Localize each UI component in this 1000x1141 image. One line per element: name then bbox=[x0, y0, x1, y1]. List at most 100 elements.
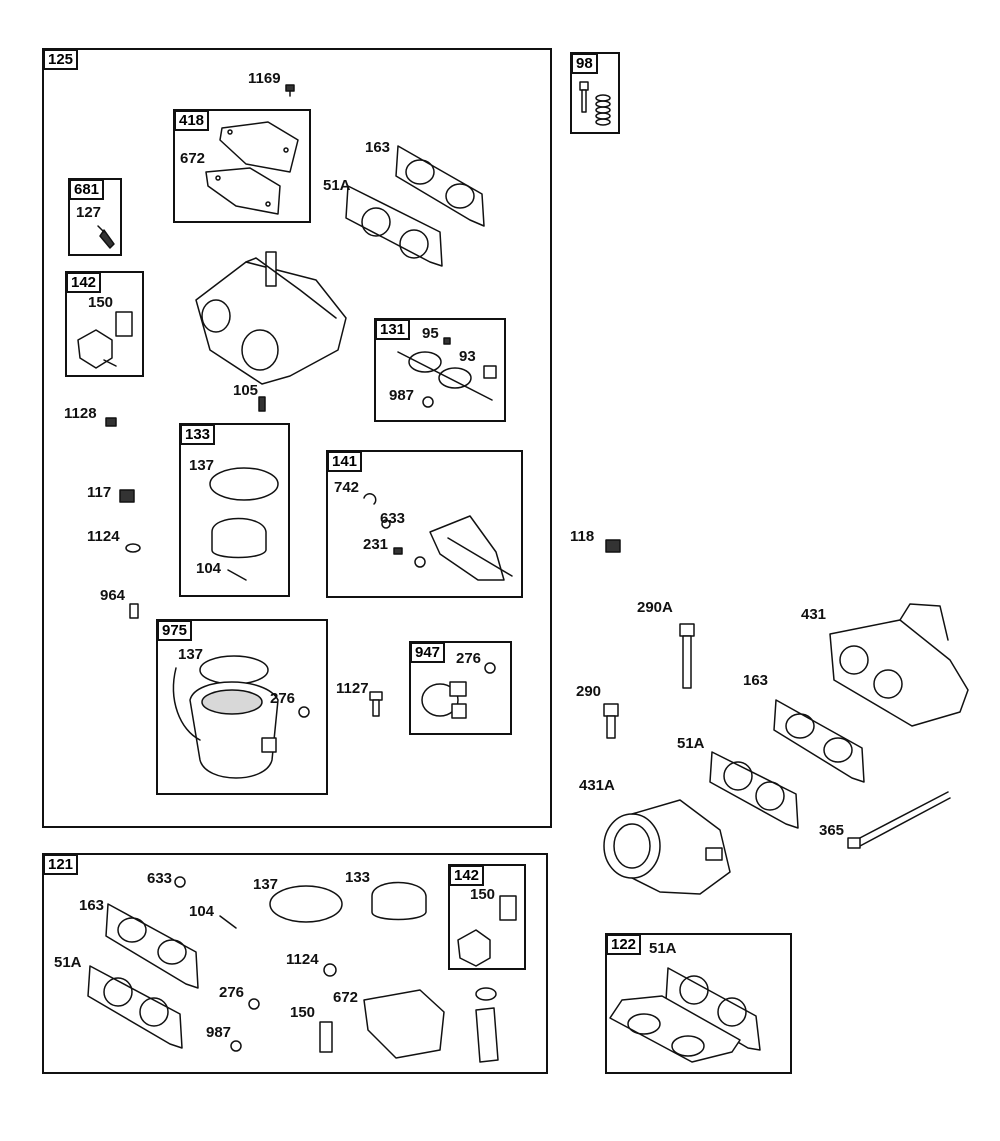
part-label-672: 672 bbox=[180, 150, 206, 167]
part-label-163-kit: 163 bbox=[79, 897, 105, 914]
kit-tag-141: 141 bbox=[327, 451, 363, 472]
part-label-105: 105 bbox=[233, 382, 259, 399]
kit-tag-125: 125 bbox=[43, 49, 79, 70]
part-label-1124-kit: 1124 bbox=[286, 951, 319, 968]
part-label-104: 104 bbox=[196, 560, 222, 577]
throttle-body-431A bbox=[603, 799, 731, 895]
kit-tag-121: 121 bbox=[43, 854, 79, 875]
part-label-431: 431 bbox=[801, 606, 827, 623]
float-bowl-975 bbox=[172, 655, 310, 779]
throttle-shaft-131 bbox=[397, 337, 497, 408]
part-label-127: 127 bbox=[76, 204, 102, 221]
kit-box-141: 141 bbox=[326, 450, 523, 598]
screw-1169 bbox=[285, 84, 295, 97]
part-label-163-right: 163 bbox=[743, 672, 769, 689]
part-label-1127: 1127 bbox=[336, 680, 369, 697]
screw-1128 bbox=[105, 417, 117, 427]
jet-117 bbox=[119, 489, 135, 503]
part-label-365: 365 bbox=[819, 822, 845, 839]
part-label-987-kit: 987 bbox=[206, 1024, 232, 1041]
kit-tag-131: 131 bbox=[375, 319, 411, 340]
kit-tag-133: 133 bbox=[180, 424, 216, 445]
kit-box-98: 98 bbox=[570, 52, 620, 134]
part-label-290A: 290A bbox=[637, 599, 673, 616]
part-label-51A-kit: 51A bbox=[54, 954, 82, 971]
kit-box-142-top: 142 bbox=[65, 271, 144, 377]
part-label-742: 742 bbox=[334, 479, 360, 496]
gasket-51A-top bbox=[345, 185, 443, 267]
part-label-51A-122: 51A bbox=[649, 940, 677, 957]
kit-tag-142-top: 142 bbox=[66, 272, 102, 293]
part-label-1169: 1169 bbox=[248, 70, 281, 87]
part-label-133-kit: 133 bbox=[345, 869, 371, 886]
part-label-1124: 1124 bbox=[87, 528, 120, 545]
adapter-plate-122 bbox=[609, 967, 761, 1063]
part-label-1128: 1128 bbox=[64, 405, 97, 422]
kit-tag-98: 98 bbox=[571, 53, 598, 74]
part-label-633: 633 bbox=[380, 510, 406, 527]
gasket-163-top bbox=[395, 145, 485, 227]
pin-964 bbox=[129, 603, 139, 619]
part-label-276: 276 bbox=[270, 690, 296, 707]
bolt-spring-98 bbox=[579, 81, 611, 126]
part-label-51A: 51A bbox=[323, 177, 351, 194]
bolt-290A bbox=[679, 623, 695, 689]
part-label-118: 118 bbox=[570, 528, 595, 545]
kit-tag-975: 975 bbox=[157, 620, 193, 641]
kit-box-133: 133 bbox=[179, 423, 290, 597]
part-label-137: 137 bbox=[189, 457, 215, 474]
part-label-95: 95 bbox=[422, 325, 439, 342]
plug-118 bbox=[605, 539, 621, 553]
kit-tag-122: 122 bbox=[606, 934, 642, 955]
washer-1124 bbox=[125, 543, 141, 553]
kit-box-125: 125 bbox=[42, 48, 552, 828]
kit-tag-418: 418 bbox=[174, 110, 210, 131]
kit-box-131: 131 bbox=[374, 318, 506, 422]
part-label-964: 964 bbox=[100, 587, 126, 604]
solenoid-947 bbox=[421, 662, 496, 719]
kit-box-681: 681 bbox=[68, 178, 122, 256]
kit-box-975: 975 bbox=[156, 619, 328, 795]
part-label-276-solenoid: 276 bbox=[456, 650, 482, 667]
kit-121-parts bbox=[87, 876, 517, 1063]
part-label-150-kit: 150 bbox=[290, 1004, 316, 1021]
part-label-276-kit: 276 bbox=[219, 984, 245, 1001]
plate-418 bbox=[205, 121, 299, 215]
part-label-117: 117 bbox=[87, 484, 112, 501]
part-label-51A-right: 51A bbox=[677, 735, 705, 752]
bolt-290 bbox=[603, 703, 619, 739]
part-label-150-kit-box: 150 bbox=[470, 886, 496, 903]
adapter-431 bbox=[829, 603, 969, 727]
part-label-137-kit: 137 bbox=[253, 876, 279, 893]
solenoid-142 bbox=[77, 311, 133, 369]
kit-tag-142-bottom: 142 bbox=[449, 865, 485, 886]
spring-105 bbox=[258, 396, 266, 412]
part-label-163: 163 bbox=[365, 139, 391, 156]
kit-box-418: 418 bbox=[173, 109, 311, 223]
part-label-104-kit: 104 bbox=[189, 903, 215, 920]
float-133 bbox=[209, 467, 279, 581]
kit-tag-681: 681 bbox=[69, 179, 105, 200]
bolt-365 bbox=[847, 791, 951, 849]
gasket-163-right bbox=[773, 699, 865, 783]
kit-box-122: 122 bbox=[605, 933, 792, 1074]
fitting-127 bbox=[97, 225, 115, 249]
part-label-137-bowl: 137 bbox=[178, 646, 204, 663]
part-label-231: 231 bbox=[363, 536, 389, 553]
kit-box-947: 947 bbox=[409, 641, 512, 735]
part-label-93: 93 bbox=[459, 348, 476, 365]
choke-shaft-141 bbox=[363, 493, 513, 581]
kit-tag-947: 947 bbox=[410, 642, 446, 663]
gasket-51A-right bbox=[709, 751, 799, 829]
carburetor-body bbox=[195, 251, 347, 385]
screw-1127 bbox=[369, 691, 383, 717]
part-label-633-kit: 633 bbox=[147, 870, 173, 887]
kit-box-121: 121 bbox=[42, 853, 548, 1074]
part-label-431A: 431A bbox=[579, 777, 615, 794]
kit-box-142-bottom: 142 bbox=[448, 864, 526, 970]
part-label-987: 987 bbox=[389, 387, 415, 404]
part-label-290: 290 bbox=[576, 683, 602, 700]
part-label-150: 150 bbox=[88, 294, 114, 311]
part-label-672-kit: 672 bbox=[333, 989, 359, 1006]
